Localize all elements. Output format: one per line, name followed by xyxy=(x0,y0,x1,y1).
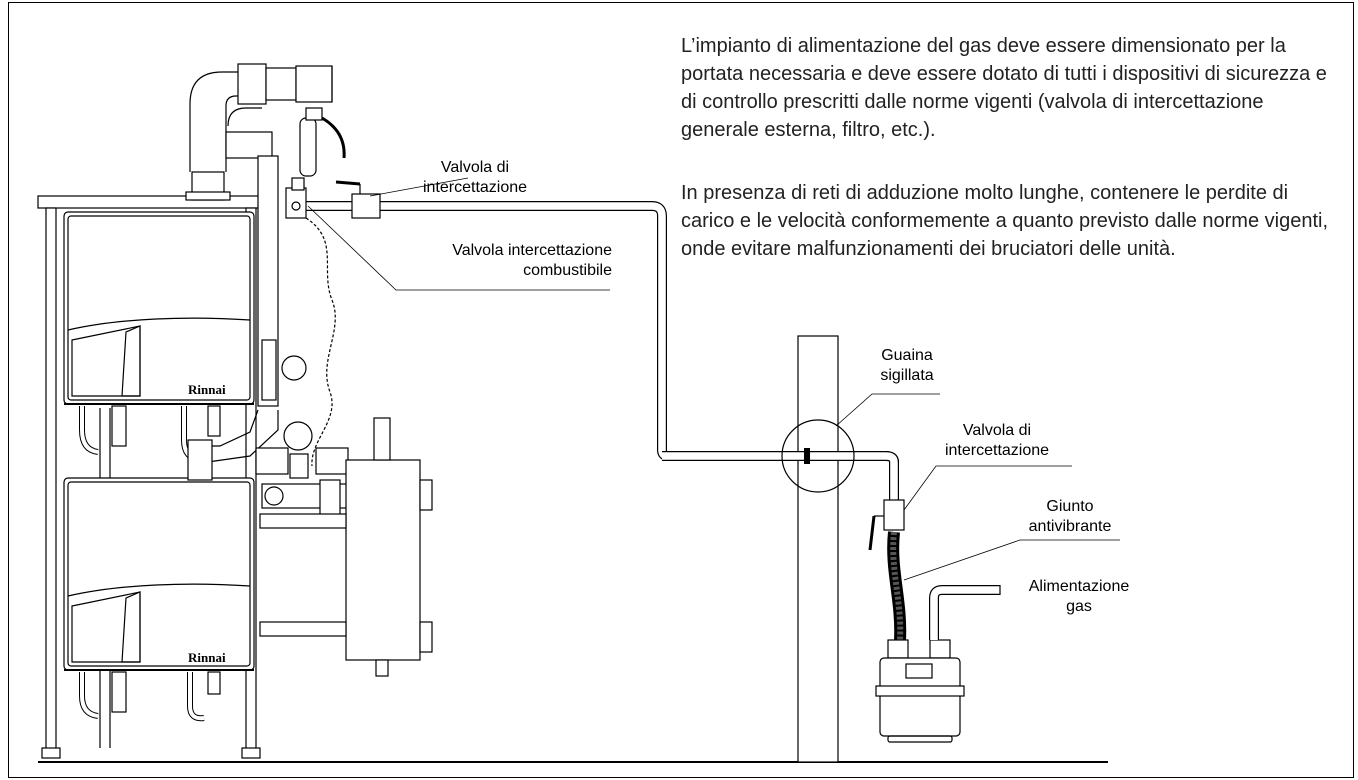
label-line: Guaina xyxy=(881,347,933,364)
sealed-sleeve xyxy=(781,419,855,493)
label-line: sigillata xyxy=(880,367,934,384)
diagram-frame xyxy=(8,2,1354,778)
flue-pipes xyxy=(185,63,333,481)
boiler-unit-top: Rinnai xyxy=(63,211,255,405)
label-line: gas xyxy=(1066,598,1092,615)
label-giunto-antivibrante: Giunto antivibrante xyxy=(1022,497,1118,537)
label-line: Valvola di xyxy=(440,159,510,176)
label-line: Valvola intercettazione xyxy=(452,242,612,259)
label-valvola-intercettazione-top: Valvola di intercettazione xyxy=(390,158,560,198)
label-valvola-intercettazione-right: Valvola di intercettazione xyxy=(922,421,1072,461)
description-paragraph-2: In presenza di reti di adduzione molto l… xyxy=(681,182,1329,260)
brand-logo: Rinnai xyxy=(188,382,226,397)
label-line: antivibrante xyxy=(1028,518,1112,535)
ball-valve-top xyxy=(335,180,381,219)
hydraulic-separator xyxy=(259,417,433,677)
ball-valve-right xyxy=(868,499,905,551)
boiler-bottom-fittings xyxy=(79,671,221,722)
label-line: Valvola di xyxy=(962,422,1032,439)
description-paragraph-1: L’impianto di alimentazione del gas deve… xyxy=(681,35,1327,141)
brand-logo-2: Rinnai xyxy=(188,650,226,665)
label-line: intercettazione xyxy=(422,179,528,196)
label-line: combustibile xyxy=(523,262,612,279)
gas-meter xyxy=(875,585,1001,743)
label-guaina-sigillata: Guaina sigillata xyxy=(872,346,942,386)
boiler-unit-bottom: Rinnai xyxy=(63,477,255,671)
label-line: Alimentazione xyxy=(1028,578,1130,595)
fuel-shutoff-valve xyxy=(285,177,336,467)
manifold-assembly xyxy=(255,355,349,517)
label-valvola-intercettazione-combustibile: Valvola intercettazione combustibile xyxy=(380,241,612,281)
vent-valve xyxy=(299,107,346,177)
label-alimentazione-gas: Alimentazione gas xyxy=(1010,577,1148,617)
label-line: intercettazione xyxy=(944,442,1050,459)
boiler-top-fittings xyxy=(79,405,221,463)
wall-column xyxy=(797,335,839,763)
antivibration-joint xyxy=(887,531,907,641)
leader-lines xyxy=(307,177,1120,581)
label-line: Giunto xyxy=(1046,498,1094,515)
